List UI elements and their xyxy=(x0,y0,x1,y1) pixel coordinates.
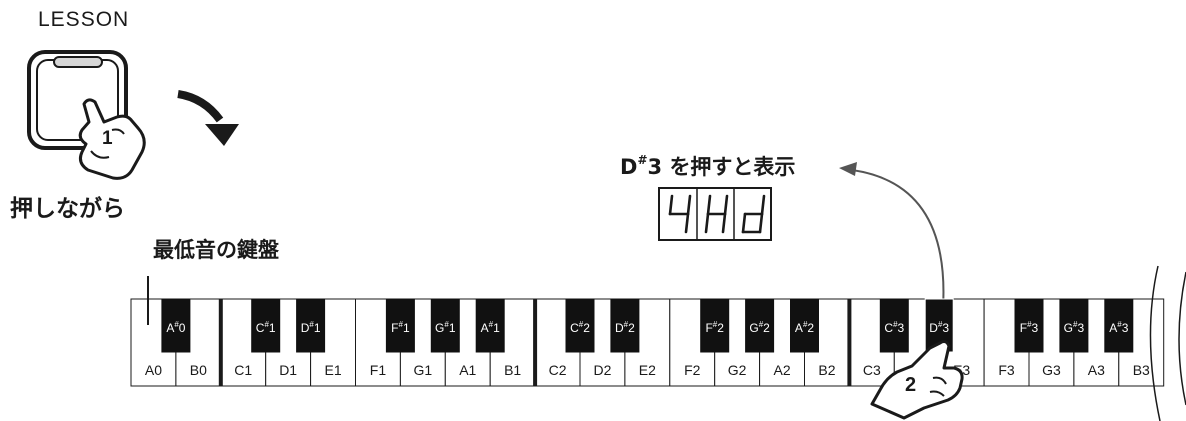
black-key: F#2 xyxy=(700,298,730,353)
display-digit xyxy=(704,194,729,234)
finger-step-1: 1 xyxy=(102,128,113,149)
black-key-label: F#3 xyxy=(1020,320,1039,335)
black-key: A#1 xyxy=(475,298,505,353)
white-key-label: G1 xyxy=(414,362,433,378)
white-key-label: G3 xyxy=(1042,362,1061,378)
white-key-label: B2 xyxy=(818,362,835,378)
black-key: G#2 xyxy=(745,298,775,353)
white-key-label: C2 xyxy=(549,362,567,378)
black-key: C#2 xyxy=(565,298,595,353)
white-key-label: C1 xyxy=(234,362,252,378)
black-key-label: A#0 xyxy=(166,320,185,335)
white-key-label: F3 xyxy=(998,362,1015,378)
black-key: C#3 xyxy=(879,298,909,353)
black-key: A#3 xyxy=(1104,298,1134,353)
black-key-label: D#2 xyxy=(615,320,635,335)
black-key-label: G#1 xyxy=(435,320,456,335)
press-note-label: D#3 を押すと表示 xyxy=(620,151,795,181)
black-key-label: C#3 xyxy=(884,320,904,335)
black-key-label: C#2 xyxy=(570,320,590,335)
black-key: G#1 xyxy=(430,298,460,353)
white-key-label: E2 xyxy=(639,362,656,378)
white-key-label: B1 xyxy=(504,362,521,378)
lesson-button-label: LESSON xyxy=(38,8,130,31)
black-key-label: G#3 xyxy=(1064,320,1085,335)
black-key-label: A#1 xyxy=(481,320,500,335)
white-key-label: G2 xyxy=(728,362,747,378)
hand-pointer-icon: 2 xyxy=(870,340,964,420)
black-key: C#1 xyxy=(251,298,281,353)
white-key-label: D2 xyxy=(593,362,611,378)
black-key: F#3 xyxy=(1014,298,1044,353)
black-key-label: G#2 xyxy=(749,320,770,335)
black-key-label: F#1 xyxy=(391,320,410,335)
white-key-label: D1 xyxy=(279,362,297,378)
black-key-label: D#3 xyxy=(929,320,949,335)
white-key-label: F1 xyxy=(370,362,387,378)
black-key-label: F#2 xyxy=(705,320,724,335)
white-key-label: B0 xyxy=(190,362,207,378)
white-key-label: A1 xyxy=(459,362,476,378)
finger-step-2: 2 xyxy=(905,374,916,396)
black-key: G#3 xyxy=(1059,298,1089,353)
black-key-label: A#2 xyxy=(795,320,814,335)
press-note-suffix: を押すと表示 xyxy=(669,155,796,179)
hand-pointer-icon: 1 xyxy=(78,98,146,180)
black-key-label: A#3 xyxy=(1109,320,1128,335)
led-display xyxy=(658,187,772,241)
black-key: A#2 xyxy=(790,298,819,353)
white-key-label: B3 xyxy=(1133,362,1150,378)
black-key: D#1 xyxy=(296,298,326,353)
hold-instruction-label: 押しながら xyxy=(10,196,125,222)
black-key-label: D#1 xyxy=(301,320,321,335)
lowest-key-label: 最低音の鍵盤 xyxy=(153,238,279,262)
white-key-label: C3 xyxy=(863,362,881,378)
black-key: F#1 xyxy=(385,298,415,353)
white-key-label: F2 xyxy=(684,362,701,378)
white-key-label: E1 xyxy=(324,362,341,378)
press-note-octave: 3 xyxy=(647,155,663,179)
keyboard-break-mark xyxy=(1149,265,1186,421)
press-note-sharp: # xyxy=(637,153,648,167)
black-key: A#0 xyxy=(161,298,191,353)
piano-keyboard: A0B0C1D1E1F1G1A1B1C2D2E2F2G2A2B2C3D3E3F3… xyxy=(130,298,1165,387)
white-key-label: A2 xyxy=(773,362,790,378)
display-digit xyxy=(741,194,766,234)
white-key-label: A0 xyxy=(145,362,162,378)
curved-arrow-icon xyxy=(177,90,239,146)
black-key-label: C#1 xyxy=(256,320,276,335)
display-digit xyxy=(668,194,692,234)
white-key-label: A3 xyxy=(1088,362,1105,378)
press-note-name: D xyxy=(620,155,638,179)
black-key: D#2 xyxy=(610,298,640,353)
pointer-arrow-icon xyxy=(839,162,945,309)
